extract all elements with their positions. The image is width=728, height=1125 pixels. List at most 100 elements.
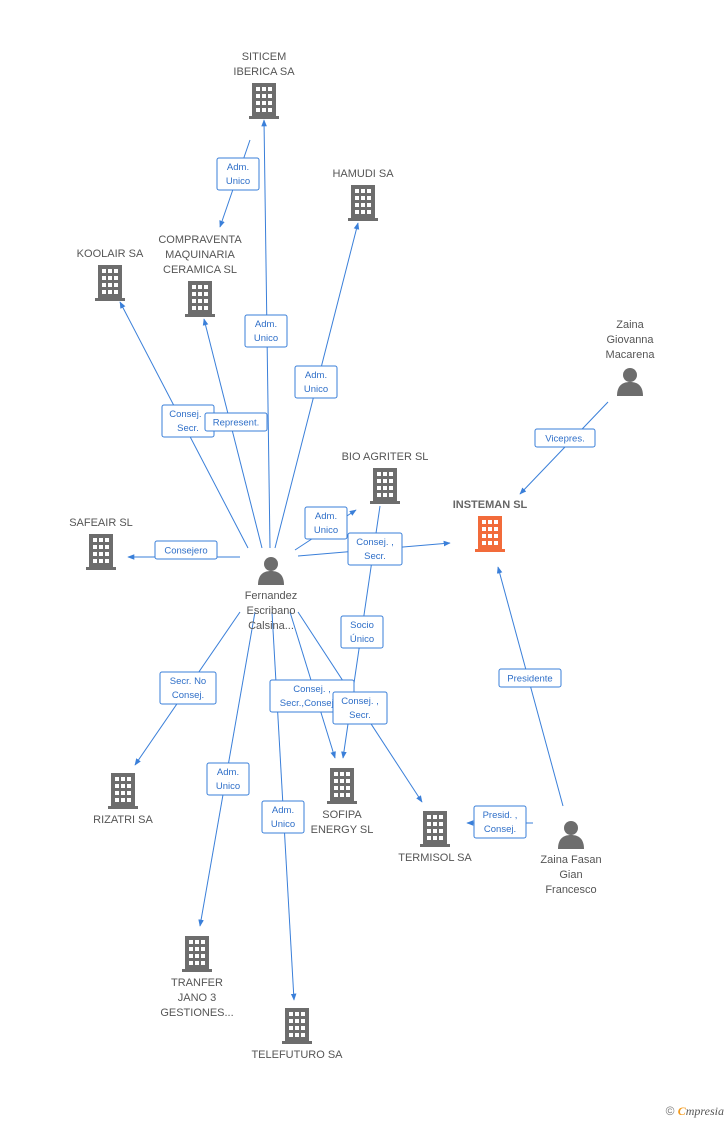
node-label-line: GESTIONES... (160, 1007, 233, 1019)
edge-label-text: Adm. (227, 162, 249, 173)
edge-label-text: Adm. (255, 319, 277, 330)
node-label-line: Zaina Fasan (540, 854, 601, 866)
node-label-line: Fernandez (245, 590, 298, 602)
node-label-line: KOOLAIR SA (77, 248, 144, 260)
edge-label-text: Adm. (217, 767, 239, 778)
edge-label-fernandez-to-insteman: Consej. ,Secr. (347, 532, 403, 566)
node-label-line: INSTEMAN SL (453, 499, 528, 511)
node-label-line: RIZATRI SA (93, 814, 153, 826)
node-label-line: Escribano (247, 605, 296, 617)
node-hamudi[interactable]: HAMUDI SA (332, 168, 394, 221)
node-label-line: MAQUINARIA (165, 249, 235, 261)
edge-label-text: Secr. No (170, 676, 206, 687)
node-label-line: BIO AGRITER SL (342, 451, 429, 463)
node-label-line: Giovanna (606, 334, 654, 346)
edge-label-text: Secr. (349, 710, 371, 721)
building-icon (86, 534, 116, 570)
building-icon (249, 83, 279, 119)
person-icon (558, 821, 584, 849)
node-label-line: Gian (559, 869, 582, 881)
edge-label-fernandez-to-rizatri: Secr. No Consej. (159, 671, 217, 705)
edge-label-text: Unico (271, 819, 295, 830)
edge-label-zainafasan-to-insteman: Presidente (498, 668, 562, 688)
edge-label-text: Secr. (177, 423, 199, 434)
edge-label-text: Unico (304, 384, 328, 395)
building-icon (182, 936, 212, 972)
node-label-line: TERMISOL SA (398, 852, 472, 864)
node-label-line: IBERICA SA (233, 66, 295, 78)
node-label-line: Macarena (606, 349, 656, 361)
edge-label-fernandez-to-telefuturo: Adm.Unico (261, 800, 305, 834)
edge-label-text: Consej. , (356, 537, 394, 548)
person-icon (258, 557, 284, 585)
building-icon (348, 185, 378, 221)
node-termisol[interactable]: TERMISOL SA (398, 811, 472, 864)
building-icon (95, 265, 125, 301)
edge-label-text: Unico (254, 333, 278, 344)
node-label-line: SOFIPA (322, 809, 362, 821)
node-label-line: TRANFER (171, 977, 223, 989)
edge-label-fernandez-to-bioagriter: Adm. Unico (304, 506, 348, 540)
building-icon (185, 281, 215, 317)
edge-fernandez-to-compraventa (202, 318, 263, 549)
node-sofipa[interactable]: SOFIPA ENERGY SL (311, 768, 374, 836)
edge-label-fernandez-to-termisol: Consej. , Secr. (332, 691, 388, 725)
node-label-line: Francesco (545, 884, 596, 896)
person-icon (617, 368, 643, 396)
building-icon (282, 1008, 312, 1044)
building-icon (108, 773, 138, 809)
brand-logo: Cmpresia (678, 1104, 724, 1118)
node-safeair[interactable]: SAFEAIR SL (69, 517, 133, 570)
edge-label-text: Adm. (315, 511, 337, 522)
building-icon (370, 468, 400, 504)
node-koolair[interactable]: KOOLAIR SA (77, 248, 144, 301)
node-fernandez[interactable]: FernandezEscribanoCalsina... (245, 557, 298, 632)
edge-label-text: Secr.,Consej.... (280, 698, 344, 709)
edge-label-text: Consej. (484, 824, 516, 835)
edge-label-text: Adm. (305, 370, 327, 381)
edge-label-text: Vicepres. (545, 434, 584, 445)
node-label-line: Calsina... (248, 620, 294, 632)
node-tranfer[interactable]: TRANFER JANO 3 GESTIONES... (160, 936, 234, 1019)
edge-label-text: Consej. , (341, 696, 379, 707)
edge-label-text: Consej. , (293, 684, 331, 695)
edge-label-text: Único (350, 634, 374, 645)
node-label-line: ENERGY SL (311, 824, 374, 836)
building-icon (420, 811, 450, 847)
node-insteman[interactable]: INSTEMAN SL (453, 499, 528, 552)
edge-label-text: Consejero (164, 546, 207, 557)
node-label-line: TELEFUTURO SA (251, 1049, 343, 1061)
node-siticem[interactable]: SITICEM IBERICA SA (233, 51, 295, 119)
edge-label-fernandez-to-compraventa: Represent. (204, 412, 268, 432)
edge-label-text: Consej. , (169, 409, 207, 420)
nodes-layer: SITICEM IBERICA SA HAMUDI SA KOOLAIR SA COMP… (69, 51, 655, 1061)
edge-label-text: Unico (314, 525, 338, 536)
edge-label-zainafasan-to-termisol: Presid. , Consej. (473, 805, 527, 839)
node-label-line: SAFEAIR SL (69, 517, 133, 529)
edge-label-text: Unico (216, 781, 240, 792)
edge-label-siticem-to-compraventa: Adm.Unico (216, 157, 260, 191)
edge-label-text: Represent. (213, 418, 259, 429)
copyright-symbol: © (665, 1104, 675, 1118)
edge-label-fernandez-to-safeair: Consejero (154, 540, 218, 560)
brand-name: mpresia (685, 1104, 724, 1118)
edge-label-fernandez-to-tranfer: Adm. Unico (206, 762, 250, 796)
node-label-line: Zaina (616, 319, 644, 331)
node-telefuturo[interactable]: TELEFUTURO SA (251, 1008, 343, 1061)
edge-zainagiovanna-to-insteman (519, 401, 609, 495)
node-label-line: JANO 3 (178, 992, 217, 1004)
edge-label-text: Socio (350, 620, 374, 631)
node-bioagriter[interactable]: BIO AGRITER SL (342, 451, 429, 504)
node-label-line: SITICEM (242, 51, 287, 63)
edge-label-text: Presid. , (483, 810, 518, 821)
edge-label-text: Consej. (172, 690, 204, 701)
node-rizatri[interactable]: RIZATRI SA (93, 773, 154, 826)
building-icon (327, 768, 357, 804)
edge-label-zainagiovanna-to-insteman: Vicepres. (534, 428, 596, 448)
